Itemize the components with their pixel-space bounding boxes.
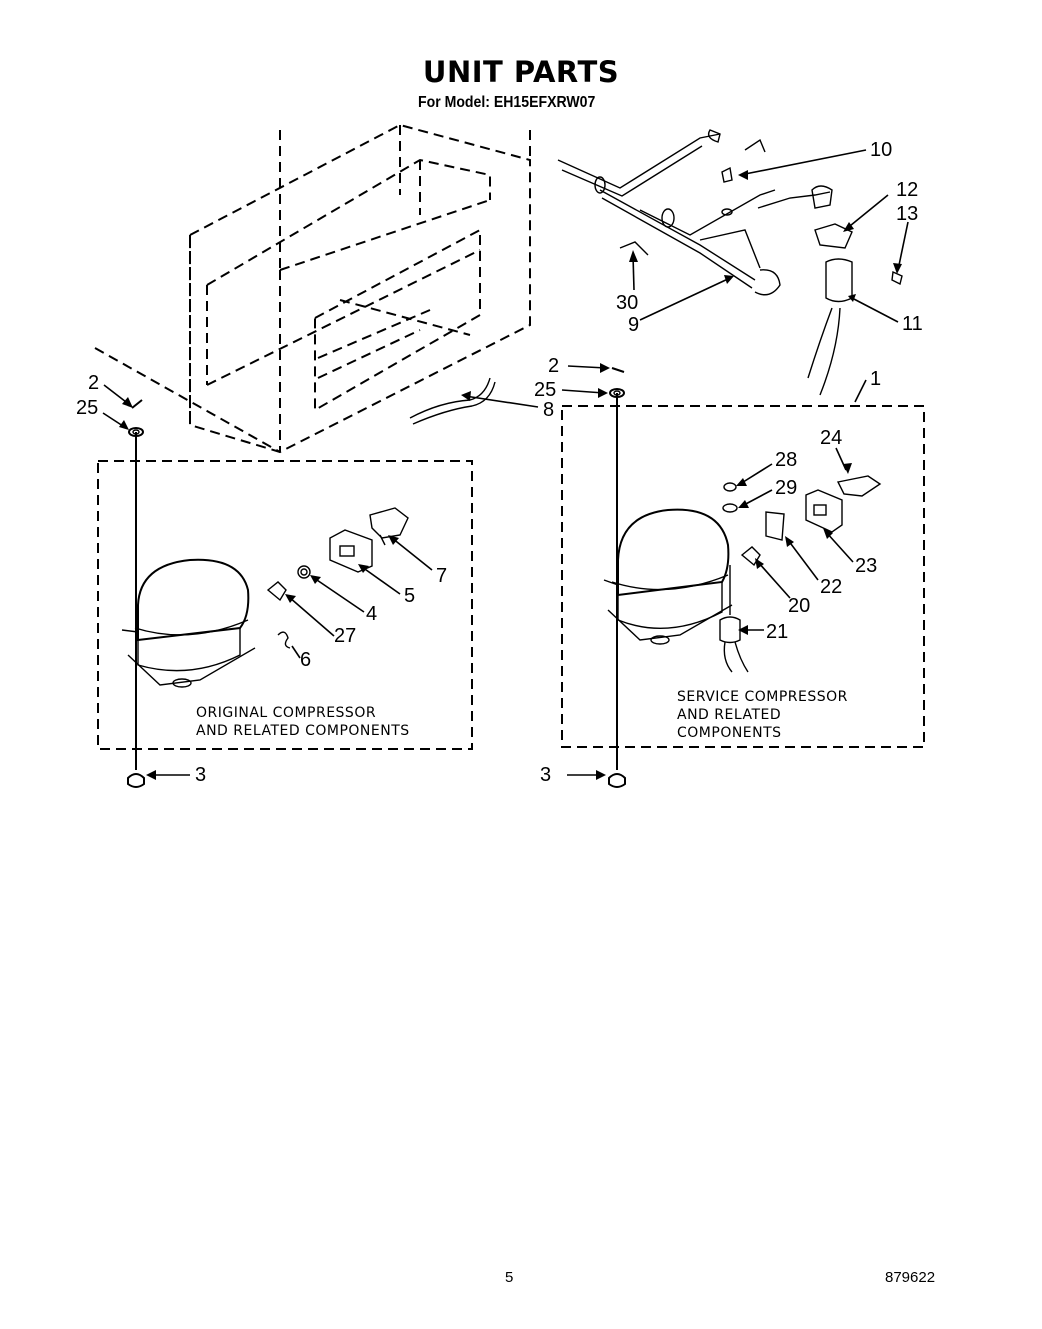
service-box-label: SERVICE COMPRESSOR AND RELATED COMPONENT… <box>677 689 848 741</box>
callout-29: 29 <box>775 477 797 499</box>
capillary-part-8 <box>409 377 496 425</box>
original-box-label: ORIGINAL COMPRESSOR AND RELATED COMPONEN… <box>196 705 410 739</box>
cabinet-outline <box>94 123 531 454</box>
callout-23: 23 <box>855 555 877 577</box>
original-label-line-2: AND RELATED COMPONENTS <box>196 723 410 739</box>
callout-28: 28 <box>775 449 797 471</box>
callout-2-left: 2 <box>88 372 99 394</box>
callout-9: 9 <box>628 314 639 336</box>
callout-leaders <box>102 149 909 780</box>
callout-6: 6 <box>300 649 311 671</box>
original-compressor <box>121 558 256 688</box>
callout-12: 12 <box>896 179 918 201</box>
service-label-line-2: AND RELATED <box>677 707 781 723</box>
callout-25-left: 25 <box>76 397 98 419</box>
callout-2-right: 2 <box>548 355 559 377</box>
callout-20: 20 <box>788 595 810 617</box>
service-relay-overload-parts <box>719 475 882 673</box>
left-mount-bolt <box>127 399 145 788</box>
callout-27: 27 <box>334 625 356 647</box>
callout-3-right: 3 <box>540 764 551 786</box>
service-label-line-3: COMPONENTS <box>677 725 782 741</box>
callout-30: 30 <box>616 292 638 314</box>
model-subtitle: For Model: EH15EFXRW07 <box>418 94 596 111</box>
callout-numbers: 10 12 13 30 9 11 1 2 25 8 2 25 7 5 4 27 … <box>76 139 923 786</box>
callout-4: 4 <box>366 603 377 625</box>
callout-1: 1 <box>870 368 881 390</box>
callout-22: 22 <box>820 576 842 598</box>
callout-3-left: 3 <box>195 764 206 786</box>
service-compressor <box>603 508 733 645</box>
original-relay-overload-parts <box>266 507 409 649</box>
original-label-line-1: ORIGINAL COMPRESSOR <box>196 705 376 721</box>
callout-24: 24 <box>820 427 842 449</box>
callout-7: 7 <box>436 565 447 587</box>
wiring-harness <box>557 129 903 396</box>
callout-8: 8 <box>543 399 554 421</box>
original-compressor-box <box>97 460 473 750</box>
page-number: 5 <box>505 1269 514 1286</box>
callout-5: 5 <box>404 585 415 607</box>
callout-10: 10 <box>870 139 892 161</box>
callout-21: 21 <box>766 621 788 643</box>
callout-11: 11 <box>902 313 923 335</box>
callout-13: 13 <box>896 203 918 225</box>
service-compressor-box <box>561 405 925 748</box>
callout-25-right: 25 <box>534 379 556 401</box>
page-title: UNIT PARTS <box>422 55 620 89</box>
service-label-line-1: SERVICE COMPRESSOR <box>677 689 848 705</box>
document-number: 879622 <box>885 1269 936 1286</box>
